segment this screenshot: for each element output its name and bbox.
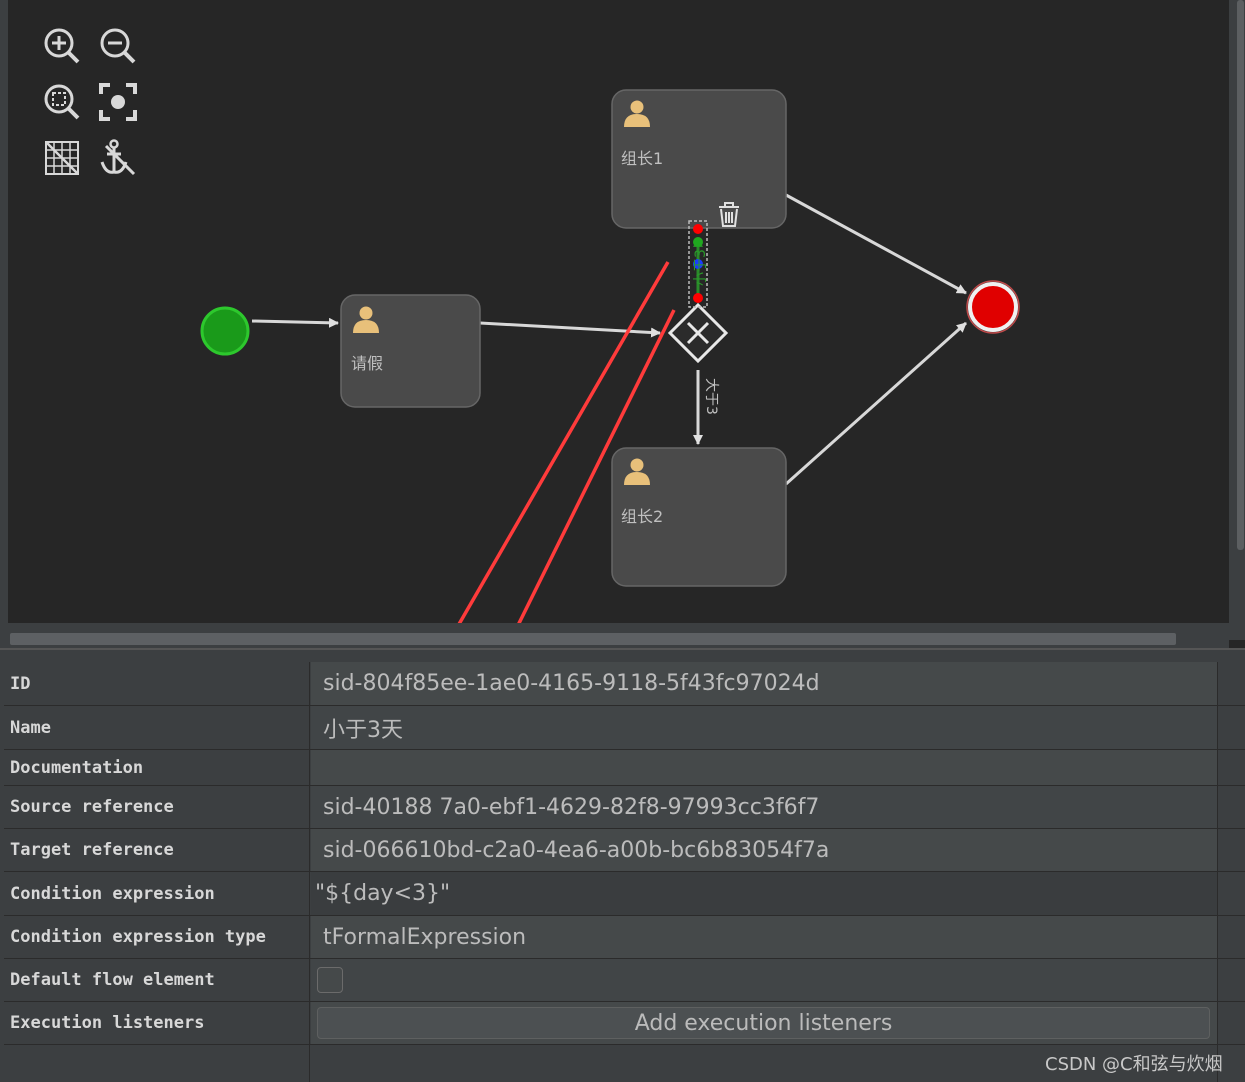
task-leader1-label: 组长1 — [621, 149, 664, 168]
property-row-condition-expression: Condition expression "${day<3}" — [4, 872, 1245, 916]
vertical-scroll-thumb[interactable] — [1237, 0, 1244, 550]
annotation-arrow-target — [517, 309, 676, 623]
property-key: Documentation — [4, 750, 310, 785]
property-row-source-reference: Source reference sid-40188 7a0-ebf1-4629… — [4, 786, 1245, 829]
end-event — [968, 282, 1018, 332]
property-execution-listeners-value: Add execution listeners — [311, 1002, 1218, 1044]
watermark: CSDN @C和弦与炊烟 — [1045, 1054, 1223, 1075]
default-flow-checkbox[interactable] — [317, 967, 343, 993]
property-row-name: Name 小于3天 — [4, 706, 1245, 750]
flow-leader1-to-end — [785, 193, 967, 295]
property-source-reference-value[interactable]: sid-40188 7a0-ebf1-4629-82f8-97993cc3f6f… — [311, 786, 1218, 828]
horizontal-scrollbar[interactable] — [8, 623, 1229, 652]
start-event — [200, 306, 250, 356]
property-id-value[interactable]: sid-804f85ee-1ae0-4165-9118-5f43fc97024d — [311, 662, 1218, 705]
property-row-condition-expression-type: Condition expression type tFormalExpress… — [4, 916, 1245, 959]
zoom-out-icon[interactable] — [98, 26, 138, 66]
process-diagram — [200, 89, 1020, 623]
property-condition-expression-value[interactable]: "${day<3}" — [311, 872, 1218, 915]
property-row-id: ID sid-804f85ee-1ae0-4165-9118-5f43fc970… — [4, 662, 1245, 706]
flow-handle-green — [693, 237, 703, 247]
property-row-documentation: Documentation — [4, 750, 1245, 786]
flow-handle-bottom — [693, 293, 703, 303]
diagram-canvas[interactable]: 请假 组长1 组长2 小于3 大于3 — [0, 0, 1245, 658]
vertical-scrollbar[interactable] — [1229, 0, 1245, 640]
trash-icon — [719, 202, 739, 227]
property-condition-expression-type-value[interactable]: tFormalExpression — [311, 916, 1218, 958]
task-leader2-label: 组长2 — [621, 507, 664, 526]
annotation-arrow-name — [457, 261, 670, 623]
property-key: Default flow element — [4, 959, 310, 1001]
property-key: Condition expression — [4, 872, 310, 915]
property-row-execution-listeners: Execution listeners Add execution listen… — [4, 1002, 1245, 1045]
property-key: Source reference — [4, 786, 310, 828]
zoom-in-icon[interactable] — [42, 26, 82, 66]
user-icon — [353, 306, 379, 333]
property-target-reference-value[interactable]: sid-066610bd-c2a0-4ea6-a00b-bc6b83054f7a — [311, 829, 1218, 871]
task-leader2 — [611, 447, 787, 587]
property-documentation-value[interactable] — [311, 750, 1218, 785]
flow-handle-mid — [693, 259, 703, 269]
panel-splitter[interactable] — [0, 648, 1245, 658]
zoom-fit-icon[interactable] — [98, 82, 138, 122]
property-default-flow-element-value — [311, 959, 1218, 1001]
property-key: Execution listeners — [4, 1002, 310, 1044]
task-leave — [340, 294, 481, 408]
property-row-default-flow-element: Default flow element — [4, 959, 1245, 1002]
canvas-left-border — [0, 0, 8, 652]
flow-handle-top — [693, 224, 703, 234]
property-key: Condition expression type — [4, 916, 310, 958]
grid-icon[interactable] — [42, 138, 82, 178]
flow-start-to-leave — [251, 317, 339, 328]
flow-leader2-to-end — [784, 321, 968, 486]
properties-panel: ID sid-804f85ee-1ae0-4165-9118-5f43fc970… — [0, 658, 1245, 1082]
property-key: ID — [4, 662, 310, 705]
selected-flow-box — [688, 220, 708, 308]
edge-label-less-than-3: 小于3 — [693, 249, 709, 286]
horizontal-scroll-thumb[interactable] — [10, 633, 1176, 645]
property-row-target-reference: Target reference sid-066610bd-c2a0-4ea6-… — [4, 829, 1245, 872]
property-key: Target reference — [4, 829, 310, 871]
edge-label-greater-than-3: 大于3 — [703, 378, 719, 415]
property-key: Name — [4, 706, 310, 749]
property-name-value[interactable]: 小于3天 — [311, 706, 1218, 749]
add-execution-listeners-button[interactable]: Add execution listeners — [317, 1007, 1210, 1039]
exclusive-gateway — [667, 302, 729, 364]
user-icon — [624, 100, 650, 127]
zoom-actual-icon[interactable] — [42, 82, 82, 122]
user-icon — [624, 458, 650, 485]
task-leave-label: 请假 — [351, 354, 384, 373]
anchor-icon[interactable] — [98, 138, 138, 178]
property-row-empty — [4, 1045, 1245, 1082]
